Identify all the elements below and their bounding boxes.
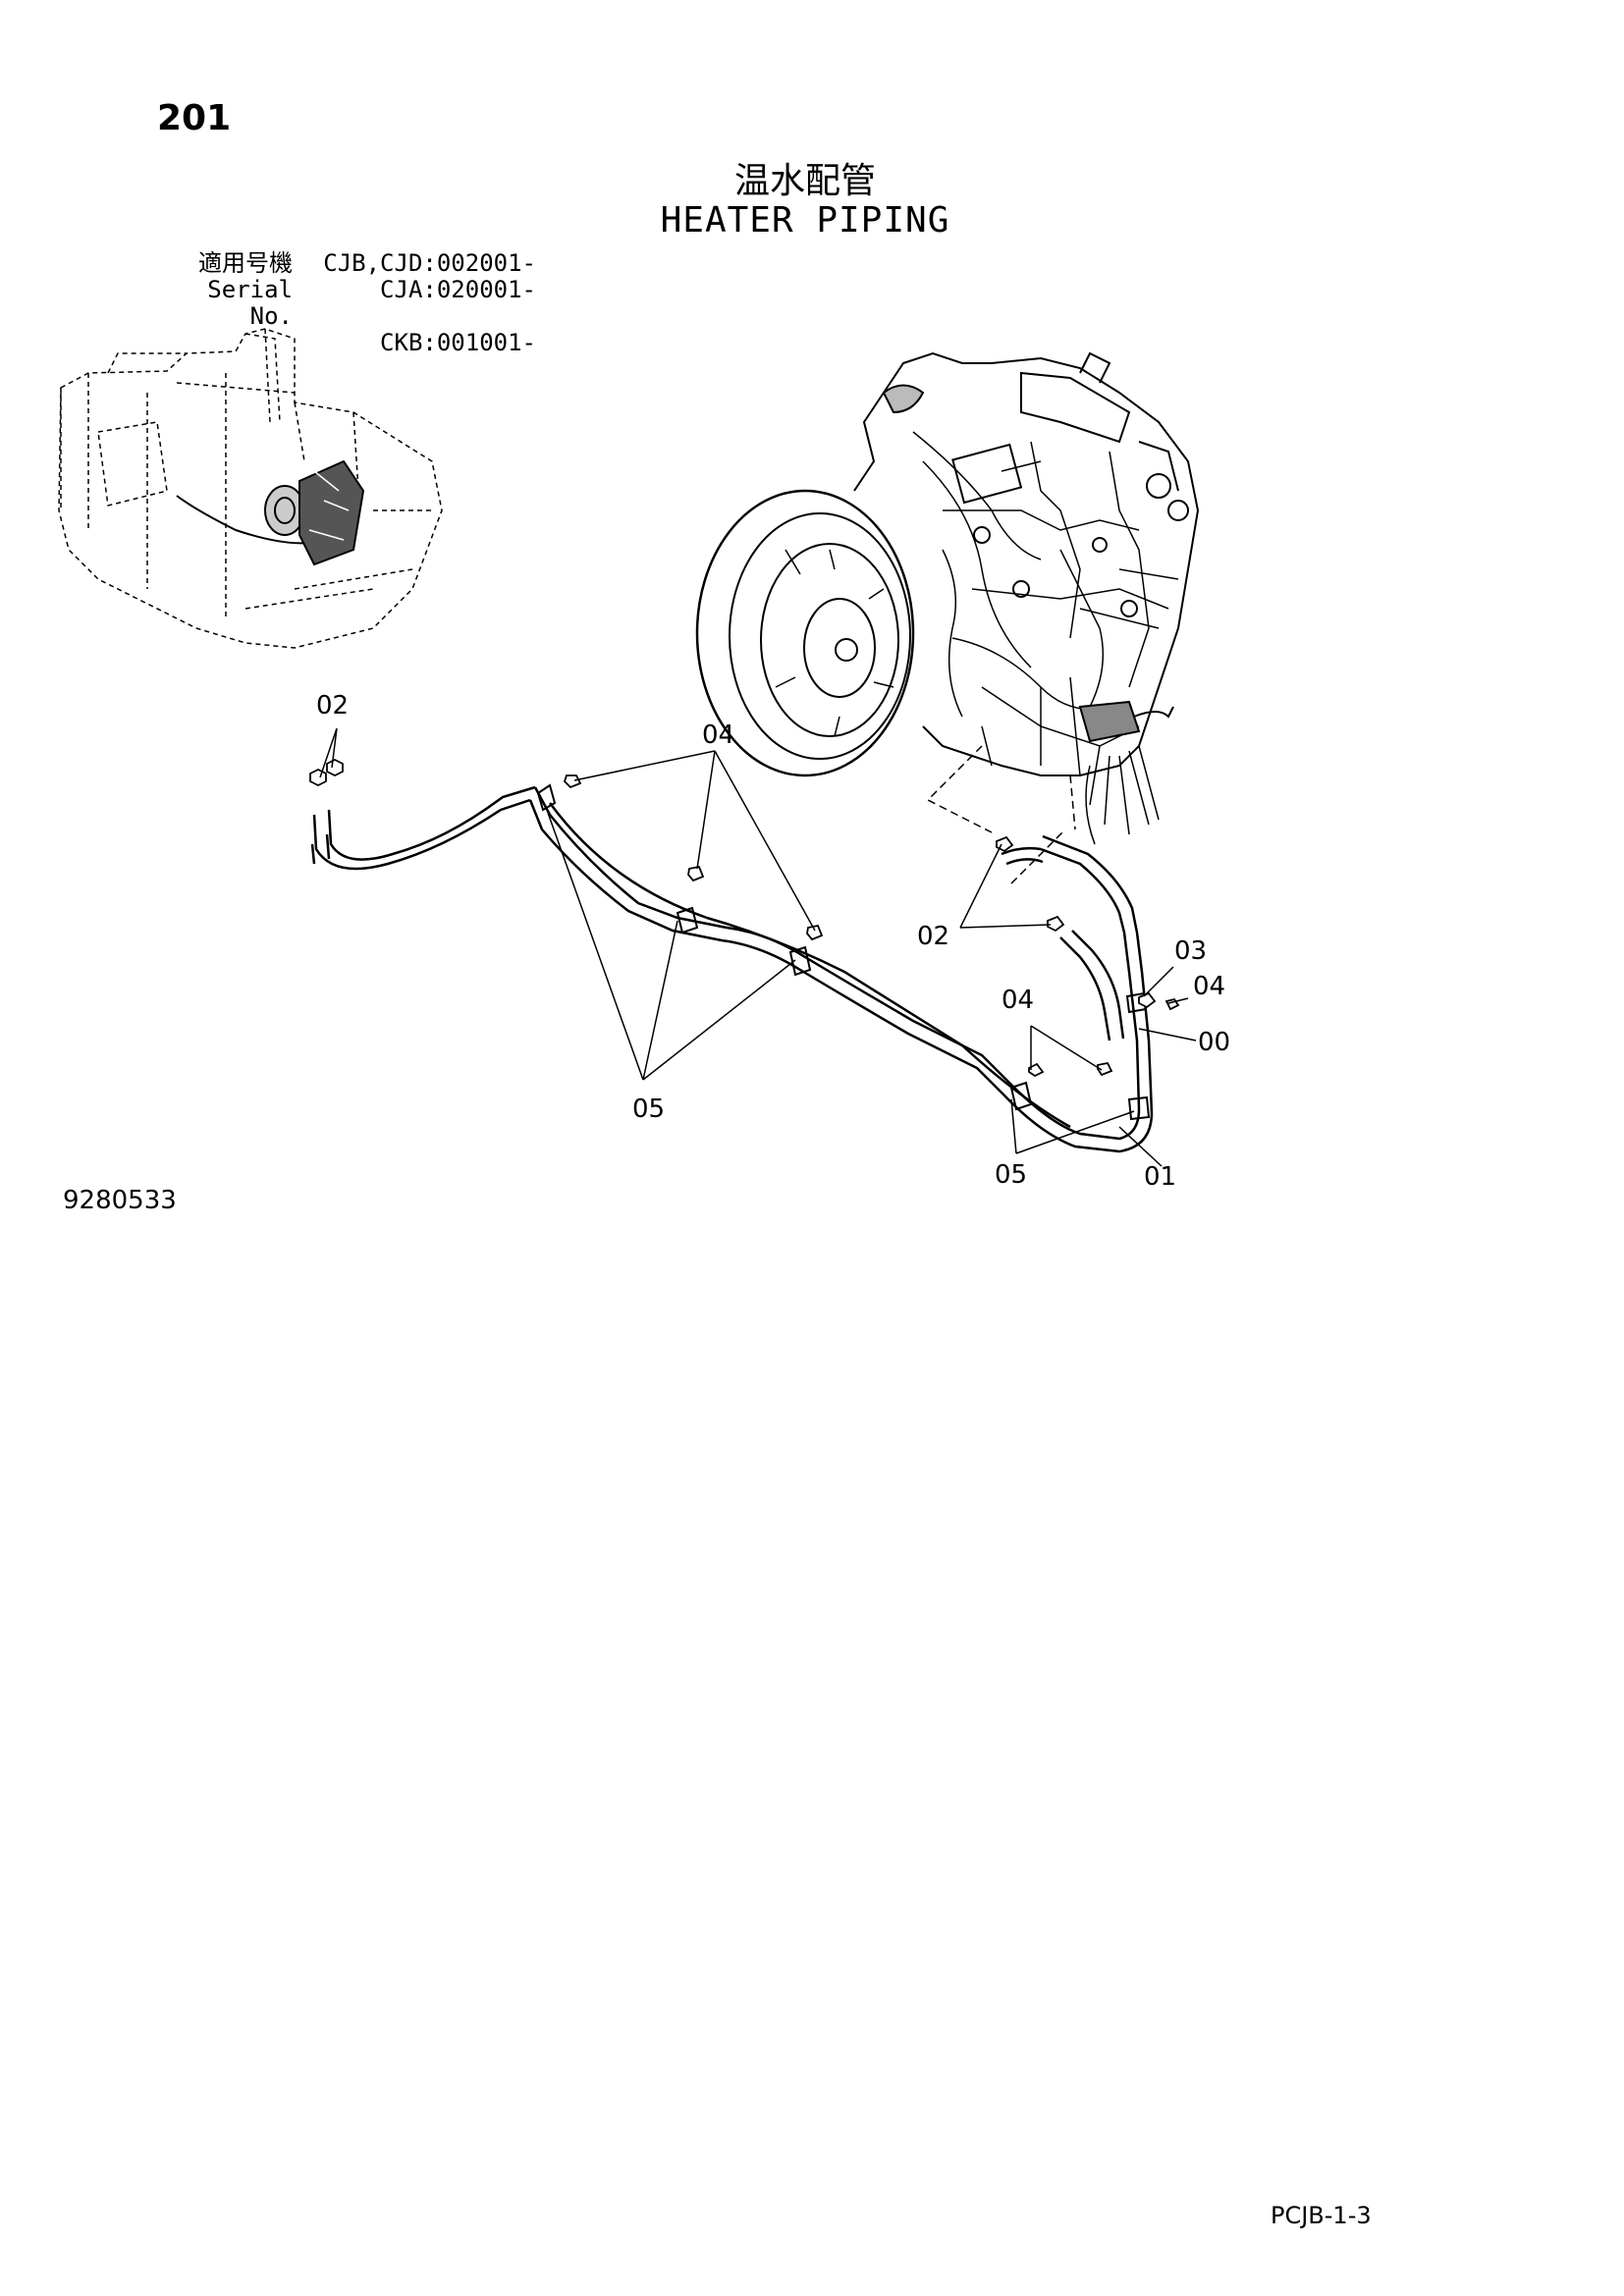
serial-number-block: 適用号機 CJB,CJD:002001- Serial No. CJA:0200… [155, 250, 536, 356]
serial-value-2: CJA:020001- [380, 276, 536, 303]
callout-02-right: 02 [917, 922, 949, 951]
heater-hoses [310, 783, 1154, 1153]
serial-value-3: CKB:001001- [380, 329, 536, 356]
callout-04-right: 04 [1193, 972, 1225, 1001]
callout-05-left: 05 [632, 1095, 665, 1124]
location-thumbnail [58, 328, 443, 649]
title-english: HEATER PIPING [660, 200, 950, 240]
title-japanese: 温水配管 [733, 161, 876, 201]
illustration-number: 9280533 [63, 1186, 177, 1215]
callout-04-top: 04 [702, 721, 734, 750]
callout-00: 00 [1198, 1028, 1230, 1057]
leader-lines [319, 727, 1197, 1167]
callout-02-top: 02 [316, 691, 349, 721]
callout-03: 03 [1174, 936, 1207, 966]
page-number: 201 [157, 98, 232, 138]
callout-01: 01 [1144, 1162, 1176, 1192]
fittings [309, 758, 1180, 1078]
footer-code: PCJB-1-3 [1271, 2202, 1372, 2229]
serial-label-en: Serial No. [207, 276, 293, 330]
callout-04-mid: 04 [1001, 986, 1034, 1015]
serial-value-1: CJB,CJD:002001- [323, 249, 536, 277]
engine-illustration [695, 351, 1200, 884]
callout-05-right: 05 [995, 1160, 1027, 1190]
serial-label-jp: 適用号機 [198, 249, 293, 277]
engine-thumbnail-icon [176, 459, 365, 566]
